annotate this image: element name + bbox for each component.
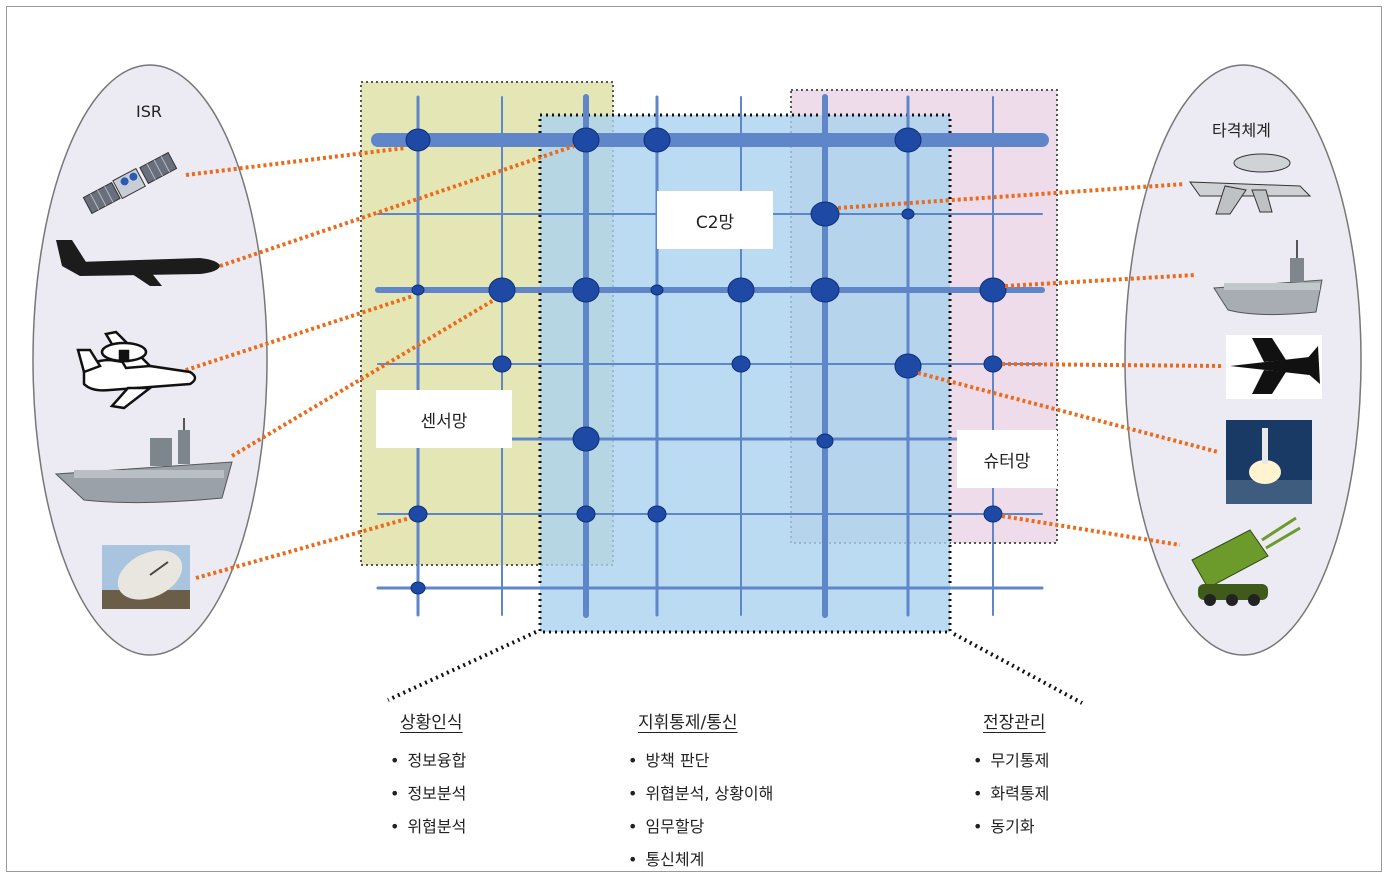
missile-launcher-vehicle-icon — [1191, 516, 1301, 606]
list-item: 임무할당 — [628, 816, 773, 849]
battle-management-list: 무기통제 화력통제 동기화 — [973, 750, 1049, 849]
asset-link — [837, 182, 1186, 210]
strike-title: 타격체계 — [1212, 121, 1271, 140]
awacs-aircraft-icon — [76, 330, 197, 410]
aircraft-carrier-icon — [1213, 240, 1323, 316]
sensor-network-label: 센서망 — [376, 390, 512, 448]
network-node — [572, 127, 600, 153]
missile-launch-icon — [1226, 420, 1312, 504]
asset-link — [185, 146, 406, 177]
situation-awareness-list: 정보융합 정보분석 위협분석 — [390, 750, 466, 849]
fighter-jet-icon — [1226, 335, 1322, 399]
network-nodes — [405, 127, 1007, 595]
command-control-list: 방책 판단 위협분석, 상황이해 임무할당 통신체계 — [628, 750, 773, 882]
network-node — [650, 284, 664, 296]
fan-lines — [387, 630, 1083, 705]
list-item: 정보분석 — [390, 783, 466, 816]
network-node — [979, 277, 1007, 303]
network-node — [810, 201, 840, 227]
command-control-title: 지휘통제/통신 — [638, 713, 738, 733]
situation-awareness-title: 상황인식 — [400, 713, 463, 733]
network-node — [731, 355, 751, 373]
carrier-aircraft-icon — [1189, 153, 1312, 215]
asset-link — [195, 516, 411, 580]
asset-link — [917, 371, 1219, 454]
battle-management-title: 전장관리 — [983, 713, 1046, 733]
network-node — [816, 433, 834, 449]
list-item: 동기화 — [973, 816, 1049, 849]
list-item: 위협분석 — [390, 816, 466, 849]
network-node — [894, 127, 922, 153]
network-node — [647, 505, 667, 523]
list-item: 방책 판단 — [628, 750, 773, 783]
network-node — [405, 128, 431, 152]
list-item: 무기통제 — [973, 750, 1049, 783]
network-node — [411, 284, 425, 296]
network-node — [901, 208, 915, 220]
network-node — [572, 277, 600, 303]
network-node — [410, 581, 426, 595]
list-item: 정보융합 — [390, 750, 466, 783]
network-node — [572, 426, 600, 452]
shooter-network-label: 슈터망 — [957, 430, 1057, 488]
network-node — [643, 127, 671, 153]
asset-link — [1001, 514, 1181, 547]
radar-dish-icon — [102, 545, 190, 609]
asset-link — [230, 298, 496, 458]
asset-link — [219, 144, 575, 268]
asset-links — [179, 144, 1223, 580]
satellite-icon — [82, 151, 178, 215]
amphibious-ship-icon — [54, 418, 233, 504]
network-node — [983, 505, 1003, 523]
list-item: 위협분석, 상황이해 — [628, 783, 773, 816]
list-item: 통신체계 — [628, 849, 773, 882]
network-node — [408, 505, 428, 523]
network-node — [488, 277, 516, 303]
asset-link — [1004, 273, 1196, 288]
asset-link — [1001, 362, 1223, 368]
asset-link — [179, 294, 414, 374]
network-node — [810, 277, 840, 303]
c2-network-label: C2망 — [657, 191, 773, 249]
reconnaissance-aircraft-icon — [56, 240, 220, 286]
network-node — [894, 353, 922, 379]
network-node — [727, 277, 755, 303]
isr-title: ISR — [136, 102, 162, 121]
network-node — [576, 505, 596, 523]
network-node — [492, 355, 512, 373]
list-item: 화력통제 — [973, 783, 1049, 816]
network-node — [983, 355, 1003, 373]
